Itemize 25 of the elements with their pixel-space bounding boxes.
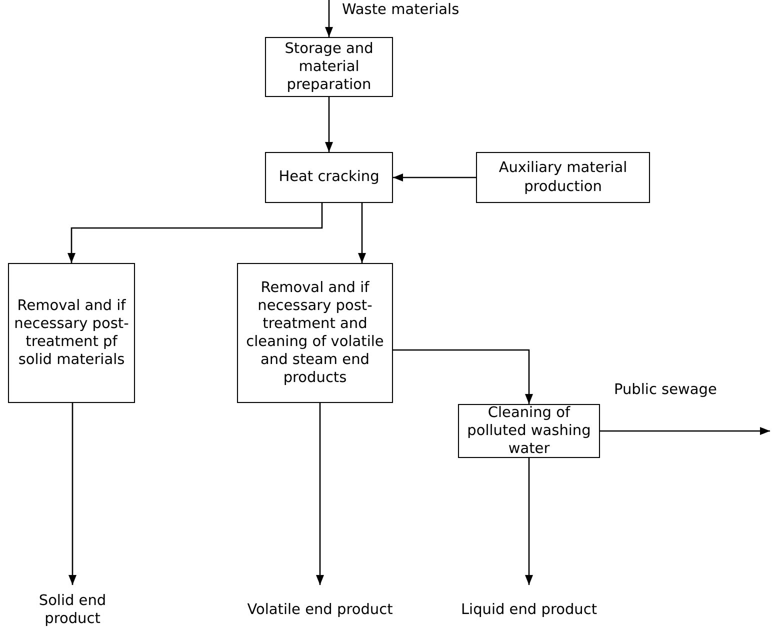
arrow xyxy=(325,0,333,37)
box-text: Removal and if necessary post-treatment pf solid materials xyxy=(13,296,130,370)
process-box xyxy=(237,263,393,403)
output-label: Solid end product xyxy=(10,585,135,635)
arrow xyxy=(600,427,770,435)
box-text: Heat cracking xyxy=(278,168,380,187)
box-text: Removal and if necessary post-treatment and cleaning of volatile and steam end products xyxy=(245,278,385,388)
output-label: Volatile end product xyxy=(245,585,395,635)
arrow xyxy=(68,203,323,263)
arrow xyxy=(393,349,533,404)
arrow xyxy=(316,403,324,585)
box-text: Cleaning of polluted washing water xyxy=(466,404,592,458)
arrow xyxy=(325,97,333,152)
box-text: Storage and material preparation xyxy=(284,40,374,94)
box-text: Auxiliary material production xyxy=(498,159,628,196)
process-box xyxy=(265,152,393,203)
arrow xyxy=(358,203,366,263)
process-box xyxy=(8,263,135,403)
arrow xyxy=(525,458,533,585)
arrow xyxy=(393,174,476,182)
process-box xyxy=(265,37,393,97)
output-label: Liquid end product xyxy=(460,585,598,635)
edge-label: Public sewage xyxy=(612,382,719,400)
arrow xyxy=(68,403,76,585)
process-box xyxy=(476,152,650,203)
